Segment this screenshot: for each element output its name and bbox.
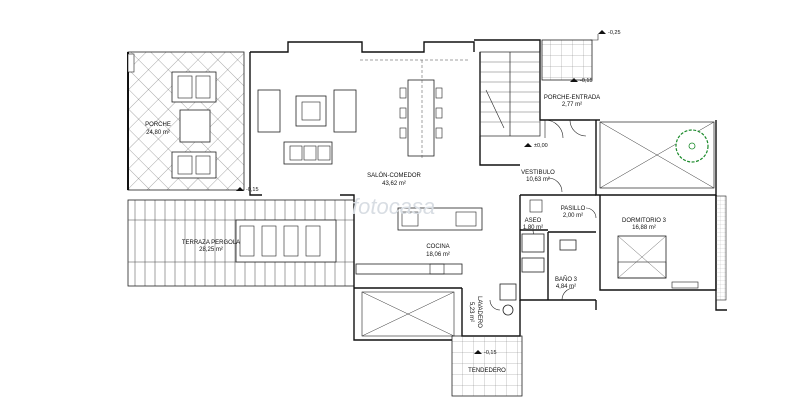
pasillo-area-label: 2,00 m² — [563, 213, 583, 219]
right-strip — [715, 195, 727, 301]
bath-fixtures — [499, 199, 699, 316]
dormitorio3-area-label: 16,88 m² — [632, 225, 656, 231]
level-tendedero: -0,15 — [484, 350, 497, 356]
terraza-label: TERRAZA PERGOLA — [182, 240, 240, 246]
level-markers: -0,25 -0,15 ±0,00 -0,15 -0,15 — [236, 30, 621, 356]
house-walls — [249, 39, 727, 341]
room-labels: PORCHE 24,80 m² SALÓN-COMEDOR 43,62 m² T… — [145, 95, 666, 374]
watermark: fotocasa — [352, 194, 435, 219]
porche-entrada-area-label: 2,77 m² — [562, 102, 582, 108]
courtyard — [599, 121, 715, 189]
porche-area — [127, 51, 245, 191]
porche-area-label: 24,80 m² — [146, 130, 170, 136]
level-top-right: -0,25 — [608, 30, 621, 36]
lavadero-label: LAVADERO — [476, 296, 482, 328]
lavadero-area-label: 5,23 m² — [468, 302, 474, 322]
pasillo-label: PASILLO — [561, 206, 586, 212]
cocina-label: COCINA — [426, 244, 449, 250]
vestibulo-area-label: 10,63 m² — [526, 177, 550, 183]
lavadero-patio — [361, 291, 455, 337]
aseo-area-label: 1,80 m² — [523, 225, 543, 231]
salon-label: SALÓN-COMEDOR — [367, 172, 421, 179]
porche-entrada-label: PORCHE-ENTRADA — [544, 95, 600, 101]
tendedero-area — [451, 335, 523, 397]
level-porche: -0,15 — [246, 187, 259, 193]
salon-area-label: 43,62 m² — [382, 181, 406, 187]
level-vestibulo: ±0,00 — [534, 143, 548, 149]
bano3-area-label: 4,84 m² — [556, 284, 576, 290]
patio-top-right — [541, 34, 599, 81]
level-porche-entrada: -0,15 — [580, 78, 593, 84]
staircase — [479, 51, 541, 137]
terraza-pergola-area — [127, 199, 355, 287]
terraza-area-label: 28,25 m² — [199, 247, 223, 253]
bano3-label: BAÑO 3 — [555, 276, 578, 283]
tendedero-label: TENDEDERO — [468, 368, 506, 374]
vestibulo-label: VESTIBULO — [521, 170, 555, 176]
living-furniture — [257, 59, 470, 165]
porche-label: PORCHE — [145, 122, 171, 128]
cocina-area-label: 18,06 m² — [426, 252, 450, 258]
kitchen-furniture — [355, 207, 483, 275]
dormitorio3-label: DORMITORIO 3 — [622, 218, 667, 224]
aseo-label: ASEO — [525, 218, 542, 224]
